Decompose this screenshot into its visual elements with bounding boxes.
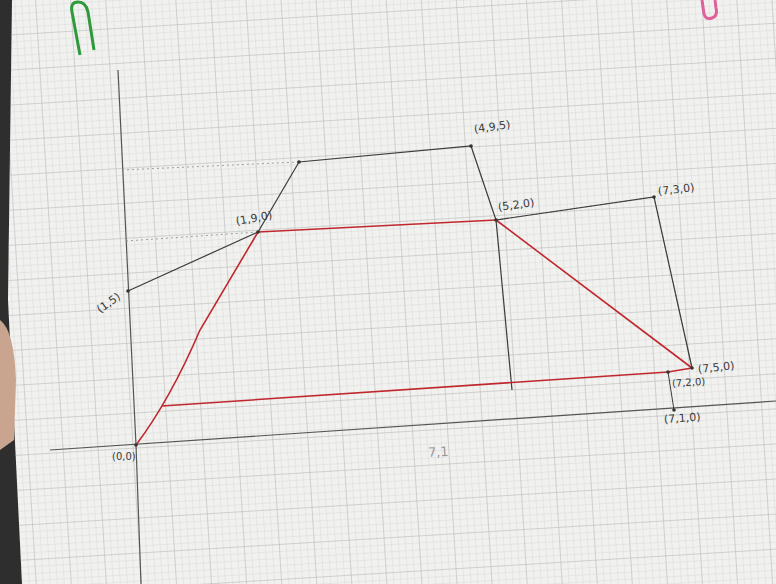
- y-axis: [118, 70, 141, 584]
- coordinate-label: (7,1,0): [664, 411, 701, 425]
- grid: [8, 0, 776, 584]
- outline: [128, 146, 692, 368]
- paper-clip: [702, 0, 717, 19]
- coordinate-label: 7,1: [428, 445, 449, 459]
- vertical-line: [496, 220, 512, 390]
- finger: [0, 320, 16, 450]
- vertical-line: [668, 372, 674, 410]
- x-axis: [50, 401, 776, 450]
- points: [126, 144, 694, 447]
- red-figure: [136, 220, 692, 445]
- guide-lines: [122, 162, 692, 368]
- paper: [8, 0, 776, 584]
- grid-major: [8, 0, 776, 584]
- coordinate-label: (0,0): [112, 452, 136, 462]
- paper-clip: [72, 2, 94, 55]
